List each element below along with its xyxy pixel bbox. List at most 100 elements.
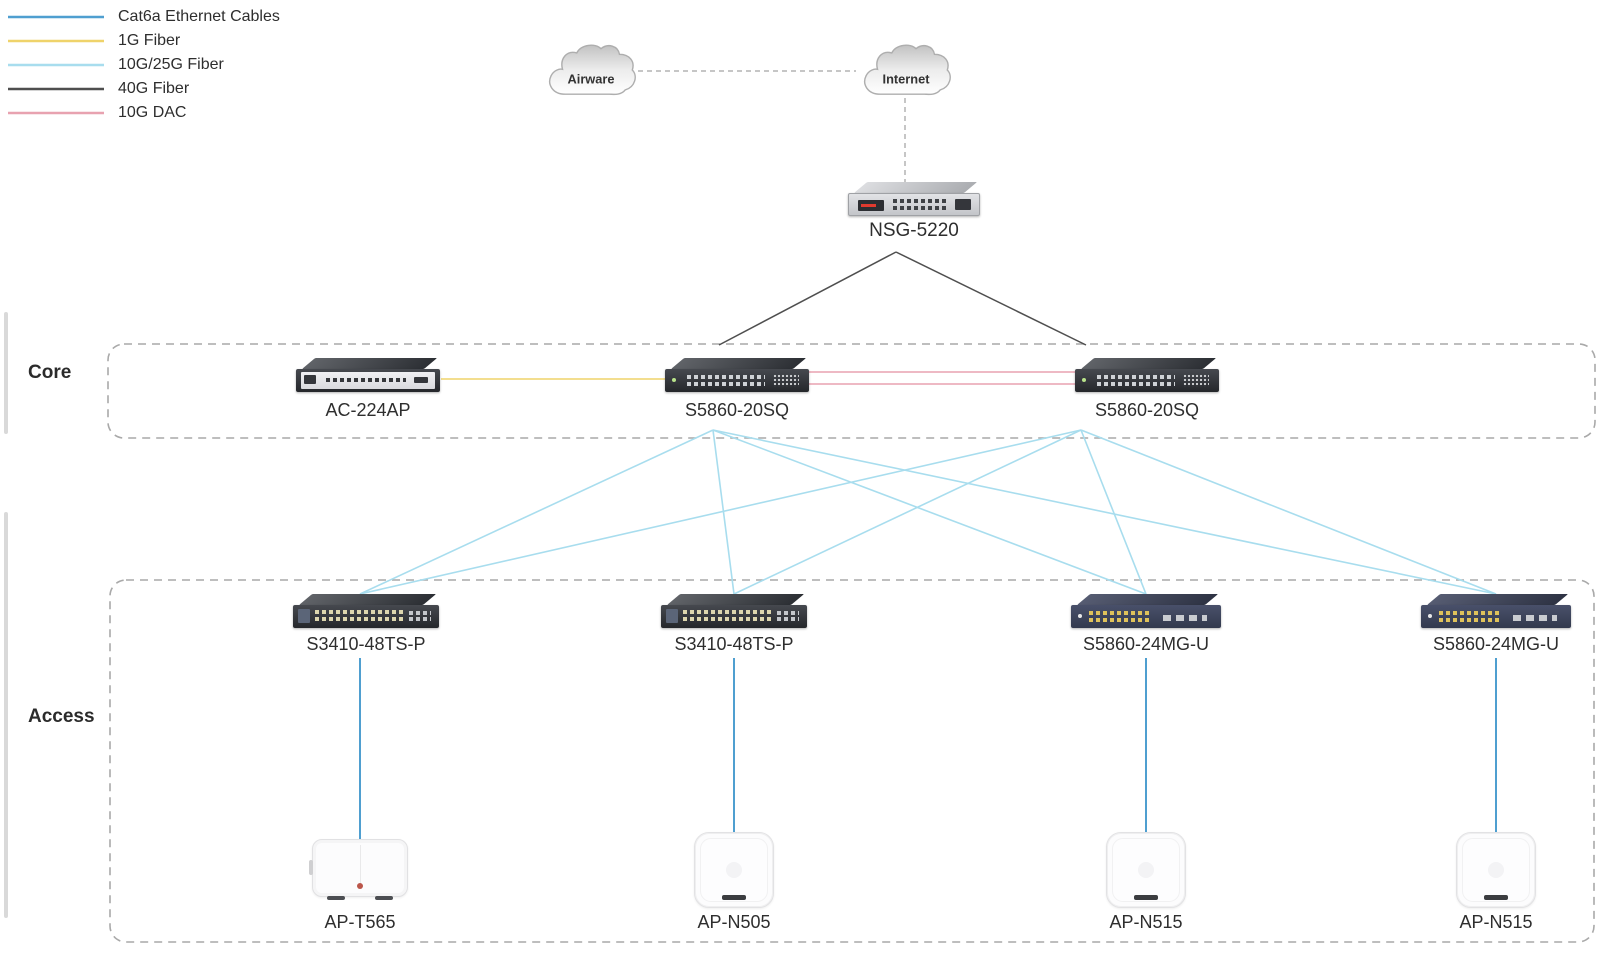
ports-strip [1439, 611, 1501, 615]
device-top-face [854, 182, 978, 193]
legend-label: Cat6a Ethernet Cables [118, 8, 280, 25]
cloud-internet: Internet [859, 38, 953, 107]
device-top-face [299, 594, 437, 605]
core-section-label: Core [28, 362, 72, 383]
device-front-face [665, 369, 809, 392]
access-switch-3-label: S5860-24MG-U [1082, 634, 1210, 654]
device-top-face [1077, 594, 1219, 605]
ports-strip [683, 617, 773, 621]
ports-strip [1439, 618, 1501, 622]
sfp-ports [409, 617, 431, 621]
core-switch-2-label: S5860-20SQ [1094, 400, 1200, 420]
status-led [1428, 614, 1432, 618]
uplink-ports [773, 374, 799, 387]
legend-item: 40G Fiber [8, 77, 280, 101]
cloud-internet-label: Internet [883, 72, 931, 87]
device-top-face [667, 594, 805, 605]
device-front-face [661, 605, 807, 628]
access-point-2 [694, 832, 774, 908]
access-point-4-label: AP-N515 [1459, 912, 1533, 932]
legend-item: 1G Fiber [8, 29, 280, 53]
link-10g-core2-access1 [359, 429, 1082, 595]
link-10g-core1-access3 [712, 429, 1147, 595]
legend-swatch-40g-fiber [8, 87, 104, 91]
access-switch-4 [1421, 594, 1571, 628]
cloud-airware-label: Airware [568, 72, 615, 87]
legend-label: 10G/25G Fiber [118, 56, 224, 73]
device-top-face [671, 358, 807, 369]
ap-foot [327, 896, 345, 900]
legend-swatch-cat6a [8, 15, 104, 19]
status-led [672, 378, 676, 382]
device-front-face [848, 193, 980, 216]
legend-item: 10G/25G Fiber [8, 53, 280, 77]
device-top-face [302, 358, 438, 369]
access-switch-4-label: S5860-24MG-U [1432, 634, 1560, 654]
ports-strip [683, 610, 773, 614]
ports-strip [326, 378, 406, 382]
device-front-face [1075, 369, 1219, 392]
ports-strip [315, 617, 405, 621]
device-front-face [296, 369, 440, 392]
legend-swatch-1g-fiber [8, 39, 104, 43]
access-switch-1-label: S3410-48TS-P [306, 634, 426, 654]
ap-logo [357, 883, 363, 889]
firewall-nsg-5220 [848, 182, 980, 216]
device-front-face [1421, 605, 1571, 628]
ports-strip [1089, 618, 1151, 622]
link-10g-core2-access4 [1080, 429, 1497, 595]
device-top-face [1081, 358, 1217, 369]
ap-logo [1488, 862, 1504, 878]
sfp-ports [409, 611, 431, 615]
legend-item: 10G DAC [8, 101, 280, 125]
sfp-ports [777, 611, 799, 615]
access-point-3 [1106, 832, 1186, 908]
ap-logo [726, 862, 742, 878]
core-switch-2 [1075, 358, 1219, 392]
ports-strip [893, 206, 949, 210]
ap-foot [375, 896, 393, 900]
device-top-face [1427, 594, 1569, 605]
ports-strip [315, 610, 405, 614]
access-point-1 [309, 839, 408, 900]
device-front-face [293, 605, 439, 628]
access-switch-2-label: S3410-48TS-P [674, 634, 794, 654]
core-switch-1 [665, 358, 809, 392]
access-section-box [109, 579, 1595, 943]
core-controller-label: AC-224AP [325, 400, 411, 420]
access-point-3-label: AP-N515 [1109, 912, 1183, 932]
status-led [1078, 614, 1082, 618]
link-40g-gateway-core2 [895, 251, 1087, 346]
access-section-bar [4, 512, 8, 918]
access-section-label: Access [28, 706, 95, 727]
link-40g-gateway-core1 [718, 251, 897, 346]
sfp-ports [955, 199, 971, 210]
link-10g-core2-access3 [1080, 429, 1147, 595]
legend-label: 10G DAC [118, 104, 187, 121]
device-front-face [1071, 605, 1221, 628]
legend-label: 40G Fiber [118, 80, 190, 97]
sfp-ports [414, 377, 428, 383]
logo-block [666, 609, 678, 623]
sfp-ports [1513, 615, 1557, 621]
wireless-controller-ac-224ap [296, 358, 440, 392]
sfp-ports [777, 617, 799, 621]
legend-swatch-10g25g-fiber [8, 63, 104, 67]
ports-strip [1089, 611, 1151, 615]
lcd-display [858, 200, 884, 211]
cloud-icon: Internet [864, 44, 951, 96]
logo-block [298, 609, 310, 623]
ports-strip [1097, 375, 1175, 379]
status-led [1082, 378, 1086, 382]
ap-logo [1138, 862, 1154, 878]
access-point-4 [1456, 832, 1536, 908]
ports-strip [893, 199, 949, 203]
ports-strip [687, 382, 765, 386]
logo-block [304, 375, 316, 384]
uplink-ports [1183, 374, 1209, 387]
access-switch-2 [661, 594, 807, 628]
access-point-2-label: AP-N505 [697, 912, 771, 932]
link-10g-core1-access4 [712, 429, 1497, 595]
ap-side-tab [309, 860, 313, 875]
